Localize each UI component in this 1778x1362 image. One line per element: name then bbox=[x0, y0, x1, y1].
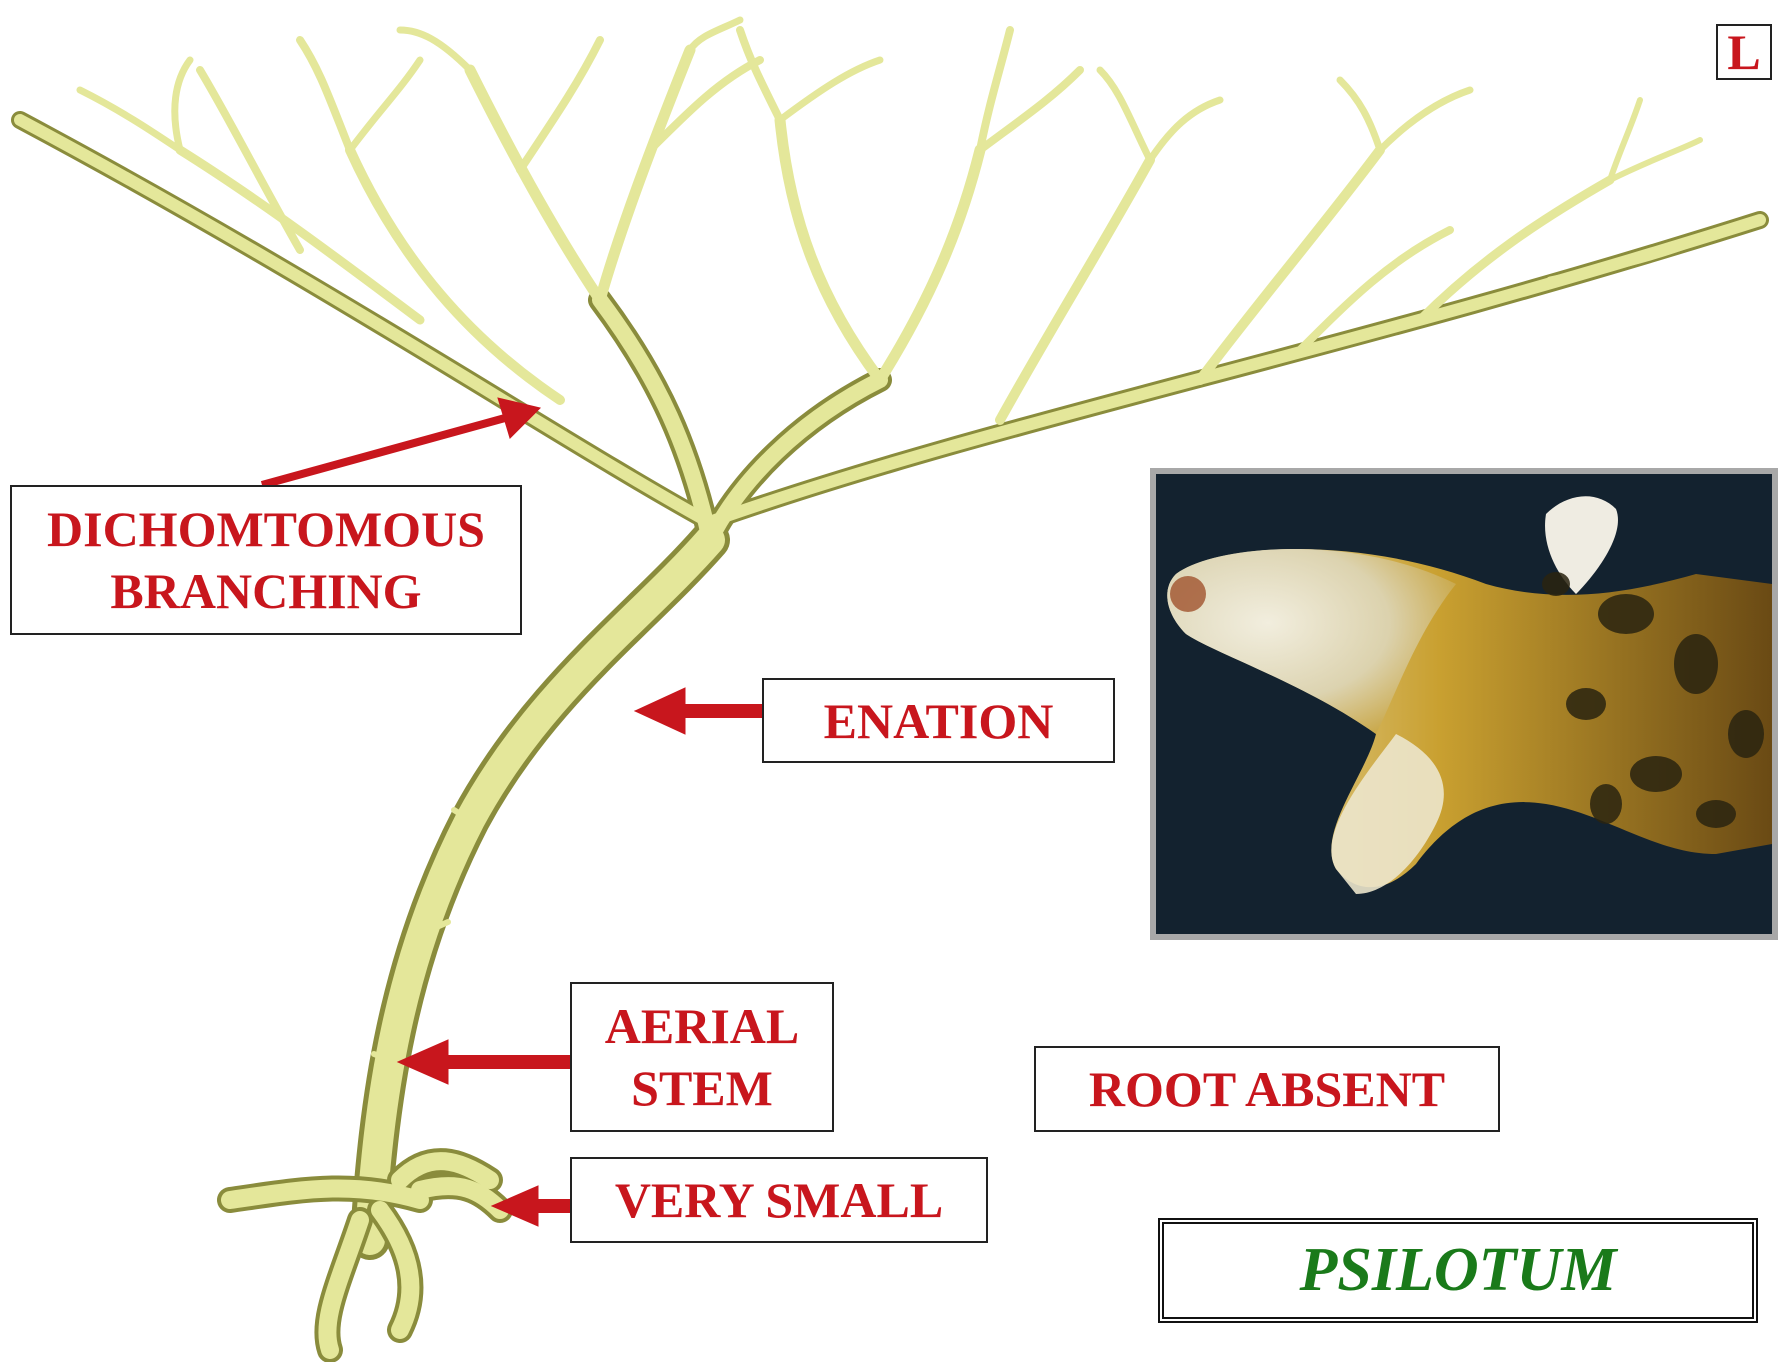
corner-letter-badge: L bbox=[1716, 24, 1772, 80]
label-enation-text: ENATION bbox=[824, 690, 1054, 752]
arrow-branching bbox=[262, 398, 540, 485]
arrow-enation bbox=[635, 688, 762, 734]
label-very-small: VERY SMALL bbox=[570, 1157, 988, 1243]
corner-letter: L bbox=[1727, 23, 1760, 81]
title-psilotum: PSILOTUM bbox=[1300, 1235, 1617, 1306]
label-root-absent-text: ROOT ABSENT bbox=[1089, 1058, 1445, 1120]
label-aerial-stem: AERIAL STEM bbox=[570, 982, 834, 1132]
label-dichotomous-branching: DICHOMTOMOUS BRANCHING bbox=[10, 485, 522, 635]
label-branching-line1: DICHOMTOMOUS bbox=[47, 498, 485, 560]
title-box: PSILOTUM bbox=[1158, 1218, 1758, 1323]
label-aerial-line1: AERIAL bbox=[605, 995, 799, 1057]
label-branching-line2: BRANCHING bbox=[47, 560, 485, 622]
label-enation: ENATION bbox=[762, 678, 1115, 763]
label-root-absent: ROOT ABSENT bbox=[1034, 1046, 1500, 1132]
label-aerial-line2: STEM bbox=[605, 1057, 799, 1119]
label-very-small-text: VERY SMALL bbox=[615, 1169, 943, 1231]
arrow-aerial-stem bbox=[398, 1040, 570, 1084]
psilotum-specimen-photo bbox=[1150, 468, 1778, 940]
